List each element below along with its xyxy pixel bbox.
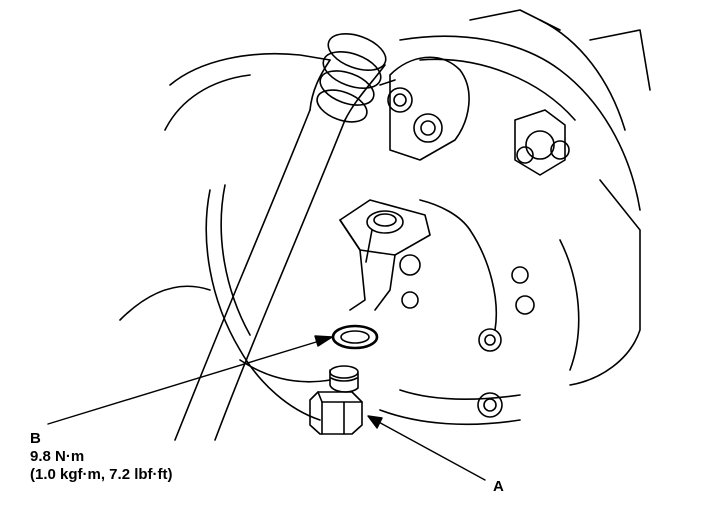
callout-b-torque-alt: (1.0 kgf·m, 7.2 lbf·ft) (30, 466, 173, 483)
drain-block (339, 199, 431, 311)
sealing-washer (331, 324, 379, 350)
leader-lines (47, 335, 486, 481)
leader-line-a (374, 419, 486, 481)
compressor-housing (119, 9, 651, 426)
callout-b-letter: B (30, 430, 41, 447)
callout-a: A (493, 478, 504, 496)
callout-a-letter: A (493, 478, 504, 495)
leader-line-b (47, 338, 327, 425)
arrowhead-a (367, 415, 383, 429)
arrowhead-b (314, 335, 333, 347)
refrigerant-hose (174, 32, 387, 441)
right-bolts (399, 109, 570, 418)
drain-bolt (309, 365, 363, 435)
callout-b: B 9.8 N·m (1.0 kgf·m, 7.2 lbf·ft) (30, 430, 173, 484)
callout-b-torque-nm: 9.8 N·m (30, 448, 85, 465)
fitting-plate (379, 56, 470, 161)
